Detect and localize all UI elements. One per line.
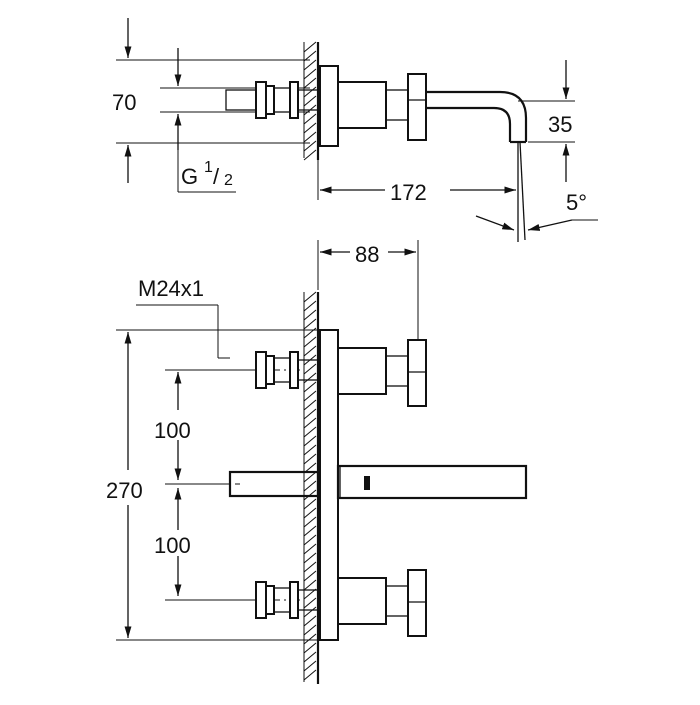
top-view: 70 G 1 / 2 bbox=[112, 18, 598, 242]
dim-spacing-upper-100: 100 bbox=[154, 418, 191, 443]
spout-front bbox=[228, 464, 528, 500]
dim-height-70: 70 bbox=[112, 90, 136, 115]
dim-spout-drop-35: 35 bbox=[548, 112, 572, 137]
water-stream bbox=[517, 141, 526, 242]
lower-valve bbox=[255, 569, 427, 637]
dim-thread-den: 2 bbox=[224, 172, 233, 189]
valve-body-top bbox=[319, 65, 427, 147]
dim-depth-88: 88 bbox=[355, 242, 379, 267]
front-view: 88 M24x1 270 100 100 bbox=[106, 240, 528, 684]
dim-thread-num: 1 bbox=[204, 159, 213, 176]
aerator-mark bbox=[364, 476, 370, 490]
svg-text:/: / bbox=[213, 164, 220, 189]
dim-total-height-270: 270 bbox=[106, 478, 143, 503]
upper-valve bbox=[255, 339, 427, 407]
dim-angle-5: 5° bbox=[566, 190, 587, 215]
connector-fitting-top bbox=[225, 81, 319, 119]
escutcheon-plate bbox=[319, 329, 339, 641]
spout-top bbox=[426, 90, 528, 144]
dim-thread-m24x1: M24x1 bbox=[138, 276, 204, 301]
dim-spacing-lower-100: 100 bbox=[154, 533, 191, 558]
wall-hatching-front bbox=[303, 291, 320, 684]
dim-spout-length-172: 172 bbox=[390, 180, 427, 205]
dim-thread-g: G bbox=[181, 164, 198, 189]
